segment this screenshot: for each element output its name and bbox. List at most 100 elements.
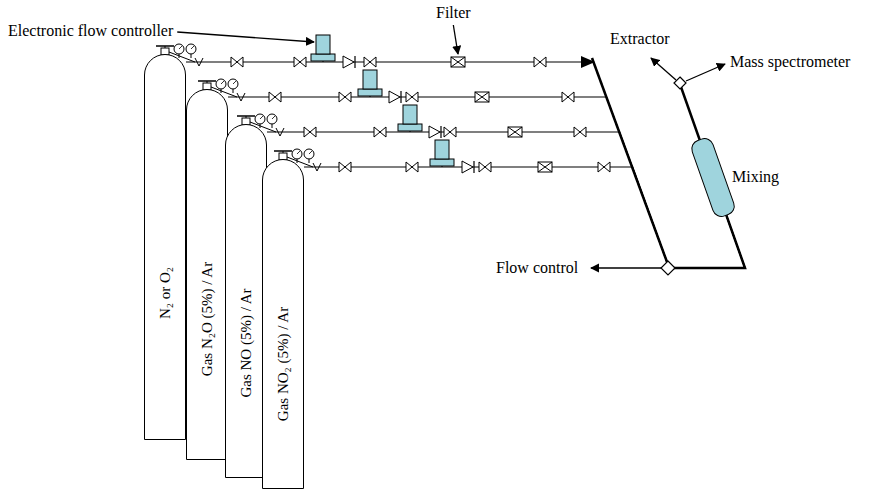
flow-controller-stem <box>370 96 371 97</box>
cylinder-spindle <box>207 81 208 83</box>
mixing-vessel-body <box>689 136 736 219</box>
check-valve-symbol <box>429 126 440 138</box>
gas-cylinder: Gas NO (5%) / Ar <box>225 124 267 478</box>
flow-controller-base <box>311 54 335 61</box>
cylinder-label: Gas N₂O (5%) / Ar <box>199 262 216 376</box>
callout-label: Flow control <box>496 259 578 277</box>
filter-element <box>451 57 465 67</box>
flow-controller-stem <box>410 131 411 132</box>
filter-element <box>508 127 522 137</box>
pressure-gauge <box>255 114 265 124</box>
pressure-gauge <box>216 79 226 89</box>
filter-element <box>538 162 552 172</box>
cylinder-body <box>145 55 186 440</box>
valve-symbol <box>406 92 418 102</box>
leader-arrow <box>453 25 458 54</box>
flow-controller-body <box>403 105 417 124</box>
gauge-needle <box>260 116 263 119</box>
check-valve-symbol <box>389 91 400 103</box>
regulator-symbol <box>276 128 284 136</box>
cylinder-neck <box>203 83 211 90</box>
cylinder-label: Gas NO₂ (5%) / Ar <box>275 307 292 421</box>
pressure-gauge <box>174 44 184 54</box>
valve-symbol <box>574 127 586 137</box>
valve-symbol <box>231 57 243 67</box>
flow-controller-stem <box>442 166 443 167</box>
filter-symbol <box>538 162 552 172</box>
gas-line <box>267 132 745 268</box>
valve-symbol <box>374 127 386 137</box>
valve-symbol <box>534 57 546 67</box>
valve-symbol <box>339 162 351 172</box>
gauge-needle <box>233 81 236 84</box>
pressure-gauge <box>304 149 314 159</box>
cylinder-spindle <box>165 46 166 48</box>
gauge-needle <box>221 81 224 84</box>
cylinder-spindle <box>283 151 284 153</box>
valve-symbol <box>269 92 281 102</box>
valve-symbol <box>304 127 316 137</box>
gauge-needle <box>272 116 275 119</box>
flow-control-arrow <box>591 267 662 268</box>
gas-cylinder: Gas N₂O (5%) / Ar <box>186 89 228 460</box>
cylinder-spindle <box>246 116 247 118</box>
valve-symbol <box>294 57 306 67</box>
valve-symbol <box>364 57 376 67</box>
filter-symbol <box>475 92 489 102</box>
cylinder-neck <box>279 153 287 160</box>
check-valve-bar <box>354 56 355 68</box>
filter-symbol <box>508 127 522 137</box>
gas-cylinder: Gas NO₂ (5%) / Ar <box>262 159 304 489</box>
cylinder-neck <box>242 118 250 125</box>
check-valve-symbol <box>462 161 473 173</box>
gas-cylinder: N₂ or O₂ <box>144 54 186 440</box>
pressure-gauge <box>186 44 196 54</box>
mixing-vessel: Mixing <box>690 130 785 216</box>
valve-symbol <box>406 162 418 172</box>
gas-line <box>228 97 745 268</box>
cylinder-label: N₂ or O₂ <box>157 267 174 319</box>
pressure-gauge <box>292 149 302 159</box>
callout-label: Mass spectrometer <box>730 53 850 71</box>
valve-symbol <box>598 162 610 172</box>
regulator-symbol <box>195 58 203 66</box>
valve-symbol <box>444 127 456 137</box>
callout-label: Electronic flow controller <box>8 22 173 40</box>
cylinder-neck <box>161 48 169 55</box>
cylinder-outline <box>144 54 186 440</box>
check-valve-bar <box>440 126 441 138</box>
flow-controller-body <box>435 140 449 159</box>
vessel-label: Mixing <box>732 168 779 186</box>
spectrometer-arrow <box>686 64 725 81</box>
flow-controller-body <box>363 70 377 89</box>
check-valve-bar <box>400 91 401 103</box>
junction-diamond <box>674 77 686 89</box>
leader-arrow <box>177 32 314 42</box>
regulator-symbol <box>237 93 245 101</box>
valve-symbol <box>562 92 574 102</box>
valve-symbol <box>479 162 491 172</box>
cylinder-label: Gas NO (5%) / Ar <box>238 288 255 397</box>
flow-controller-body <box>316 35 330 54</box>
manifold-line <box>592 58 667 262</box>
gauge-needle <box>191 46 194 49</box>
regulator-symbol <box>313 163 321 171</box>
pressure-gauge <box>267 114 277 124</box>
gas-line <box>304 167 745 268</box>
gauge-needle <box>297 151 300 154</box>
junction-diamond <box>661 261 675 275</box>
manifold-arrowhead <box>581 56 595 68</box>
filter-element <box>475 92 489 102</box>
callout-label: Filter <box>436 4 471 22</box>
flow-controller-base <box>358 89 382 96</box>
check-valve-bar <box>473 161 474 173</box>
pressure-gauge <box>228 79 238 89</box>
cylinder-body <box>187 90 228 460</box>
filter-symbol <box>451 57 465 67</box>
gauge-needle <box>179 46 182 49</box>
gauge-needle <box>309 151 312 154</box>
flow-controller-base <box>430 159 454 166</box>
